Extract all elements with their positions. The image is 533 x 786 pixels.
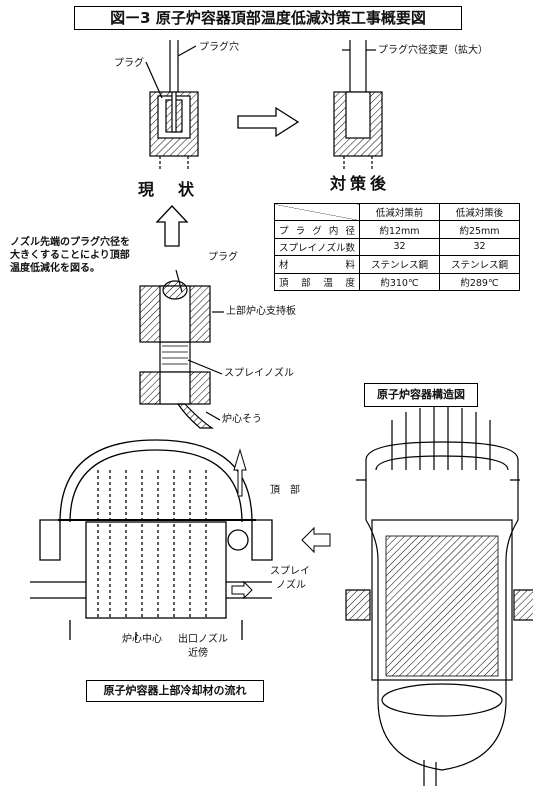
table-row: 頂部温度 約310℃ 約289℃ [273, 272, 520, 292]
flow-caption: 原子炉容器上部冷却材の流れ [86, 680, 264, 702]
upper-core-plate-label: 上部炉心支持板 [226, 306, 296, 317]
table-row: 材料 ステンレス鋼 ステンレス鋼 [273, 255, 520, 274]
after-plug-drawing [333, 40, 383, 170]
table-cell: 約310℃ [359, 272, 440, 292]
note-line-3: 温度低減化を図る。 [10, 263, 100, 274]
plug-hole-change-label: プラグ穴径変更（拡大） [378, 45, 488, 56]
table-cell: 約12mm [359, 220, 440, 239]
flow-arrows [231, 448, 331, 600]
table-header-cell: 低減対策前 [359, 202, 440, 222]
plug-label: プラグ [114, 58, 144, 69]
table-row: プラグ内径 約12mm 約25mm [273, 220, 520, 239]
current-state-label: 現 状 [138, 180, 199, 199]
table-row-header: プラグ内径 [273, 220, 361, 239]
vicinity-label: 近傍 [188, 648, 208, 659]
table-row-header: 頂部温度 [273, 272, 361, 292]
page-title: 図ー3 原子炉容器頂部温度低減対策工事概要図 [74, 6, 462, 30]
table-cell: 約289℃ [439, 272, 520, 292]
table-cell: ステンレス鋼 [359, 255, 440, 274]
table-row-header: 材料 [273, 255, 361, 274]
current-plug-drawing [145, 40, 199, 170]
after-measure-label: 対策後 [330, 174, 391, 193]
up-arrow [155, 205, 189, 247]
spray-label: スプレイ [270, 566, 310, 577]
core-barrel-label: 炉心そう [222, 414, 262, 425]
table-header-cell [273, 202, 361, 222]
table-cell: 約25mm [439, 220, 520, 239]
core-center-label: 炉心中心 [122, 634, 162, 645]
table-header-cell: 低減対策後 [439, 202, 520, 222]
spray-nozzle-drawing [139, 269, 224, 429]
spray-nozzle-label: スプレイノズル [224, 368, 294, 379]
vessel-flow-drawing [30, 439, 273, 640]
change-arrow [237, 106, 300, 138]
table-cell: 32 [359, 237, 440, 257]
table-row: スプレイノズル数 32 32 [273, 237, 520, 257]
plug-mid-label: プラグ [208, 252, 238, 263]
structure-caption: 原子炉容器構造図 [364, 383, 478, 407]
table-cell: ステンレス鋼 [439, 255, 520, 274]
table-cell: 32 [439, 237, 520, 257]
top-head-label: 頂 部 [270, 485, 300, 496]
table-row-header: スプレイノズル数 [273, 237, 361, 257]
vessel-structure-drawing [345, 406, 533, 786]
plug-hole-label: プラグ穴 [199, 42, 239, 53]
nozzle-label: ノズル [276, 580, 306, 591]
table-header-row: 低減対策前 低減対策後 [273, 202, 520, 222]
comparison-table: 低減対策前 低減対策後 プラグ内径 約12mm 約25mm スプレイノズル数 3… [273, 202, 520, 292]
note-line-2: 大きくすることにより頂部 [10, 250, 130, 261]
note-line-1: ノズル先端のプラグ穴径を [10, 237, 130, 248]
outlet-nozzle-label: 出口ノズル [178, 634, 228, 645]
